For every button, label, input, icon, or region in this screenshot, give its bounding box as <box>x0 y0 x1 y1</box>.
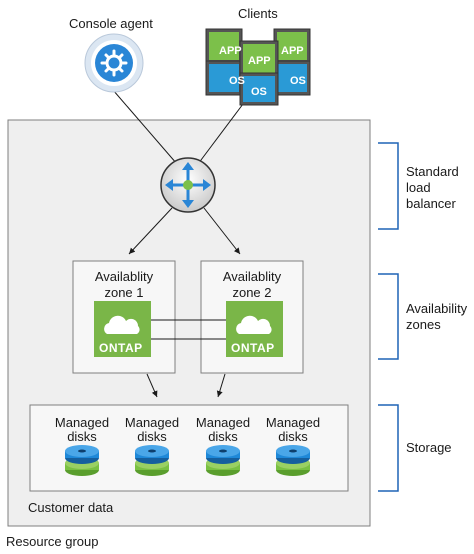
disk-label-2-line2: disks <box>137 429 167 444</box>
availability-side-label: Availability zones <box>406 301 467 333</box>
load-balancer-line2: load <box>406 180 431 195</box>
disk-label-4-line2: disks <box>278 429 308 444</box>
disk-label-3: Managed disks <box>188 416 258 444</box>
zone-2-title: Availablity zone 2 <box>201 269 303 301</box>
load-balancer-line1: Standard <box>406 164 459 179</box>
availability-line2: zones <box>406 317 441 332</box>
clients-icon <box>205 28 311 106</box>
load-balancer-bracket <box>378 142 399 230</box>
disk-label-1: Managed disks <box>47 416 117 444</box>
storage-side-label: Storage <box>406 440 452 455</box>
disk-icon-2 <box>135 445 169 476</box>
load-balancer-line3: balancer <box>406 196 456 211</box>
resource-group-label: Resource group <box>6 534 99 549</box>
customer-data-label: Customer data <box>28 500 114 515</box>
disk-icon-4 <box>276 445 310 476</box>
agent-to-lb-line <box>112 89 178 165</box>
disk-label-1-line2: disks <box>67 429 97 444</box>
disk-label-2: Managed disks <box>117 416 187 444</box>
console-agent-icon <box>84 33 144 93</box>
client-tile-label: OS <box>229 75 245 87</box>
disk-label-3-line2: disks <box>208 429 238 444</box>
zone-1-title: Availablity zone 1 <box>73 269 175 301</box>
ontap-icon-zone-1 <box>94 301 151 357</box>
disk-label-4: Managed disks <box>258 416 328 444</box>
availability-bracket <box>378 273 399 360</box>
clients-label: Clients <box>238 6 278 21</box>
console-agent-label: Console agent <box>69 16 153 31</box>
client-tile-label: APP <box>248 55 271 67</box>
ontap-icon-zone-2 <box>226 301 283 357</box>
client-tile-label: OS <box>251 86 267 98</box>
load-balancer-icon <box>160 157 216 213</box>
disk-label-1-line1: Managed <box>54 415 110 430</box>
zone-2-title-line2: zone 2 <box>232 285 272 300</box>
client-tile-label: APP <box>281 45 304 57</box>
disk-icon-3 <box>206 445 240 476</box>
client-tile-label: OS <box>290 75 306 87</box>
disk-label-4-line1: Managed <box>265 415 321 430</box>
disk-label-3-line1: Managed <box>195 415 251 430</box>
zone1-to-storage-arrow <box>146 373 158 398</box>
disk-label-2-line1: Managed <box>124 415 180 430</box>
storage-bracket <box>378 404 399 492</box>
lb-to-zone2-arrow <box>203 207 241 255</box>
disk-icon-1 <box>65 445 99 476</box>
zone-1-title-line1: Availablity <box>94 269 154 284</box>
ontap-label-zone-2: ONTAP <box>231 341 275 355</box>
load-balancer-side-label: Standard load balancer <box>406 164 459 212</box>
client-tile-label: APP <box>219 45 242 57</box>
zone-2-title-line1: Availablity <box>222 269 282 284</box>
zone-1-title-line2: zone 1 <box>104 285 144 300</box>
lb-to-zone1-arrow <box>128 207 173 255</box>
ontap-label-zone-1: ONTAP <box>99 341 143 355</box>
zone2-to-storage-arrow <box>216 373 226 398</box>
availability-line1: Availability <box>406 301 468 316</box>
